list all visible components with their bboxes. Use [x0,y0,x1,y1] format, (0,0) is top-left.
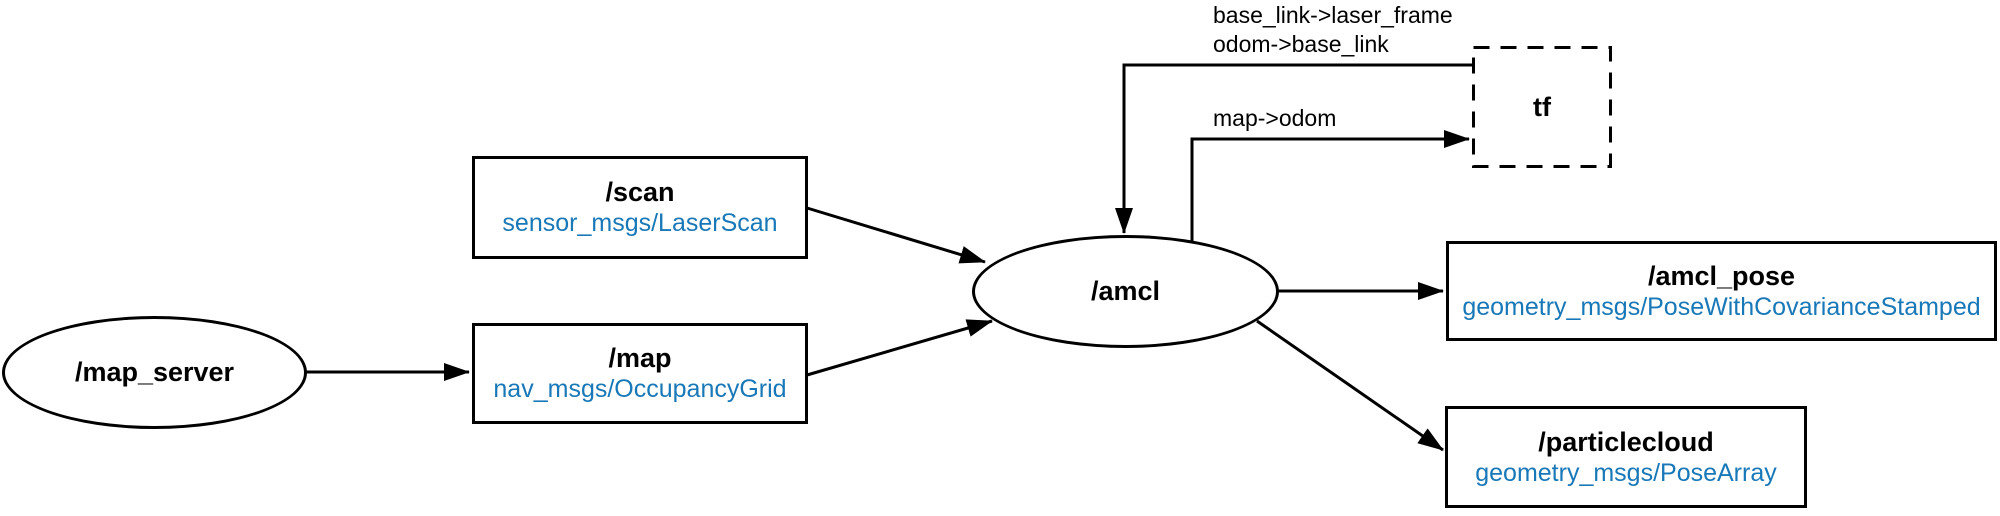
node-map-label: /map [608,343,672,373]
edge-amcl-to-tf [1190,130,1470,241]
node-particlecloud: /particlecloud geometry_msgs/PoseArray [1445,406,1807,508]
node-map: /map nav_msgs/OccupancyGrid [472,323,808,424]
node-amcl-label: /amcl [1090,276,1161,306]
edge-scan-to-amcl [806,206,986,264]
node-amcl-pose: /amcl_pose geometry_msgs/PoseWithCovaria… [1446,241,1997,341]
node-scan-message-type: sensor_msgs/LaserScan [502,209,778,237]
edge-label-map-odom: map->odom [1213,105,1337,131]
node-scan: /scan sensor_msgs/LaserScan [472,156,808,259]
edge-label-odom-base-link: odom->base_link [1213,31,1389,57]
edge-map-to-amcl [806,319,993,377]
node-amcl-pose-label: /amcl_pose [1647,260,1796,291]
edge-amcl-to-particlecloud [1256,319,1444,452]
node-map-server-label: /map_server [74,357,235,387]
node-tf: tf [1472,46,1612,168]
node-particlecloud-message-type: geometry_msgs/PoseArray [1475,458,1777,487]
edge-label-base-link-laser-frame: base_link->laser_frame [1213,2,1453,28]
node-tf-label: tf [1533,91,1551,122]
node-amcl-pose-message-type: geometry_msgs/PoseWithCovarianceStamped [1462,292,1981,321]
node-map-message-type: nav_msgs/OccupancyGrid [493,375,787,403]
node-amcl: /amcl [972,235,1279,348]
edge-tf-to-amcl [1115,63,1472,234]
node-particlecloud-label: /particlecloud [1538,426,1714,457]
node-map-server: /map_server [2,316,307,429]
node-scan-label: /scan [605,177,675,207]
tf-node-dashed-border [1472,46,1612,168]
